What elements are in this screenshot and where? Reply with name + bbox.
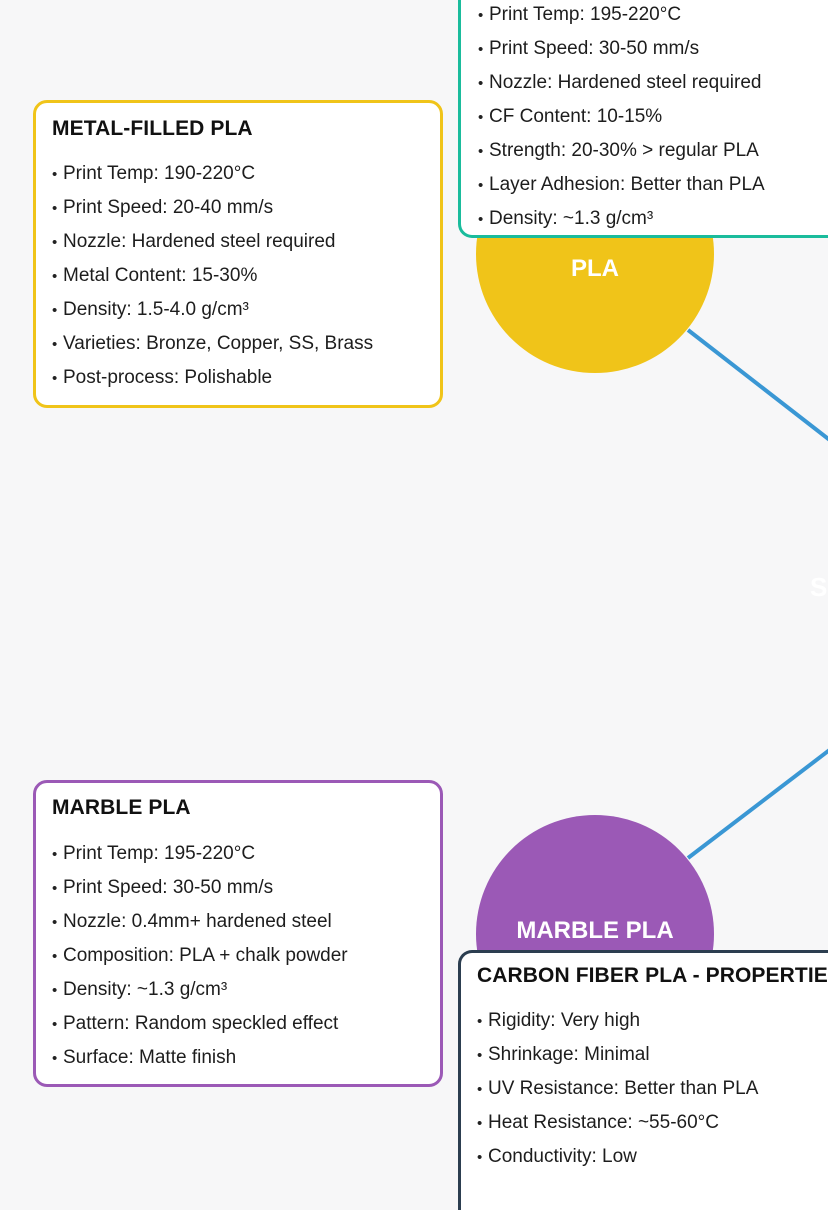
list-item: Shrinkage: Minimal: [477, 1038, 828, 1072]
marble-pla-list: Print Temp: 195-220°C Print Speed: 30-50…: [52, 837, 440, 1075]
list-item: Conductivity: Low: [477, 1140, 828, 1174]
metal-filled-pla-title: METAL-FILLED PLA: [52, 117, 253, 140]
connector-marble: [686, 748, 828, 860]
list-item: Post-process: Polishable: [52, 361, 440, 395]
connector-pla: [686, 328, 828, 442]
carbon-fiber-properties-list: Rigidity: Very high Shrinkage: Minimal U…: [477, 1004, 828, 1174]
list-item: Pattern: Random speckled effect: [52, 1007, 440, 1041]
list-item: Rigidity: Very high: [477, 1004, 828, 1038]
connector-lines: [686, 328, 828, 860]
metal-filled-pla-card: METAL-FILLED PLA Print Temp: 190-220°C P…: [33, 100, 443, 408]
list-item: Surface: Matte finish: [52, 1041, 440, 1075]
list-item: CF Content: 10-15%: [478, 100, 828, 134]
carbon-fiber-pla-list: Print Temp: 195-220°C Print Speed: 30-50…: [478, 0, 828, 236]
list-item: Nozzle: Hardened steel required: [478, 66, 828, 100]
carbon-fiber-properties-title: CARBON FIBER PLA - PROPERTIES: [477, 964, 828, 987]
list-item: UV Resistance: Better than PLA: [477, 1072, 828, 1106]
list-item: Print Speed: 30-50 mm/s: [52, 871, 440, 905]
list-item: Nozzle: Hardened steel required: [52, 225, 440, 259]
marble-pla-node-label: MARBLE PLA: [516, 917, 674, 944]
list-item: Print Speed: 20-40 mm/s: [52, 191, 440, 225]
metal-filled-pla-list: Print Temp: 190-220°C Print Speed: 20-40…: [52, 157, 440, 395]
list-item: Varieties: Bronze, Copper, SS, Brass: [52, 327, 440, 361]
list-item: Nozzle: 0.4mm+ hardened steel: [52, 905, 440, 939]
list-item: Metal Content: 15-30%: [52, 259, 440, 293]
offscreen-node-label: S: [810, 572, 828, 602]
list-item: Print Temp: 190-220°C: [52, 157, 440, 191]
list-item: Print Temp: 195-220°C: [478, 0, 828, 32]
list-item: Heat Resistance: ~55-60°C: [477, 1106, 828, 1140]
marble-pla-card: MARBLE PLA Print Temp: 195-220°C Print S…: [33, 780, 443, 1087]
carbon-fiber-pla-card: Print Temp: 195-220°C Print Speed: 30-50…: [458, 0, 828, 238]
list-item: Layer Adhesion: Better than PLA: [478, 168, 828, 202]
list-item: Density: 1.5-4.0 g/cm³: [52, 293, 440, 327]
list-item: Strength: 20-30% > regular PLA: [478, 134, 828, 168]
marble-pla-title: MARBLE PLA: [52, 796, 191, 819]
list-item: Print Temp: 195-220°C: [52, 837, 440, 871]
pla-node-label: PLA: [571, 255, 619, 282]
list-item: Composition: PLA + chalk powder: [52, 939, 440, 973]
list-item: Print Speed: 30-50 mm/s: [478, 32, 828, 66]
list-item: Density: ~1.3 g/cm³: [52, 973, 440, 1007]
carbon-fiber-properties-card: CARBON FIBER PLA - PROPERTIES Rigidity: …: [458, 950, 828, 1210]
list-item: Density: ~1.3 g/cm³: [478, 202, 828, 236]
